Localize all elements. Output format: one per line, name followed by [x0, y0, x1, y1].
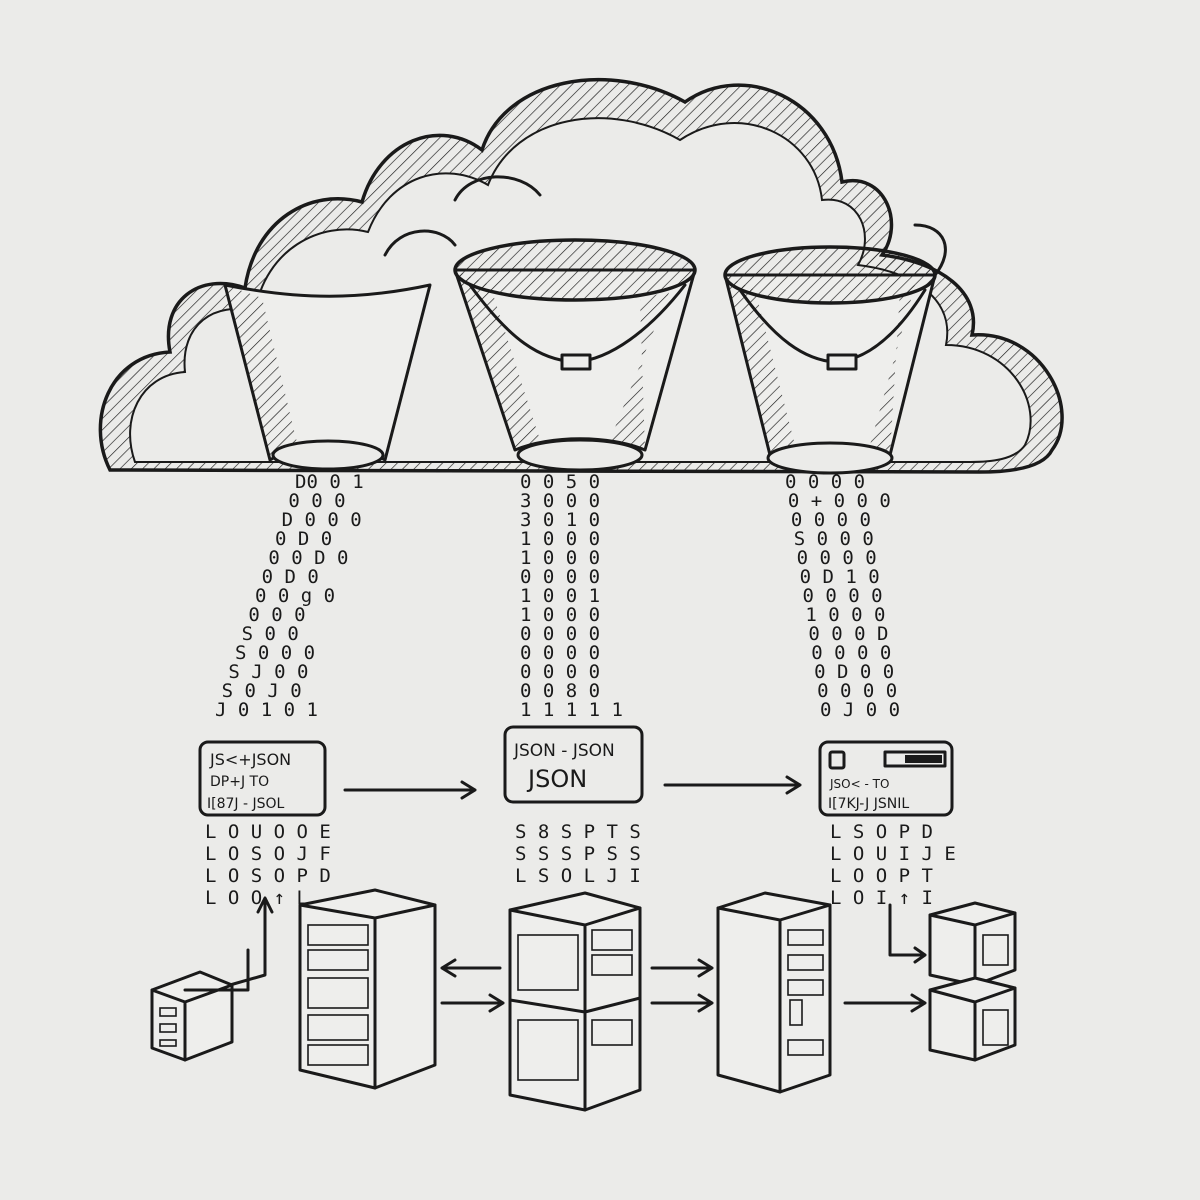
- server-arrows: [440, 958, 927, 1013]
- stream-right-row: 0 0 0 D: [808, 623, 888, 645]
- right-box-line-1: JSO< - TO: [829, 777, 889, 791]
- stream-left-row: 0 0 0: [248, 604, 305, 626]
- output-left-row: L O S O J F: [205, 843, 331, 865]
- stream-right-row: 0 0 0 0: [817, 680, 897, 702]
- stream-left-row: 0 D 0: [262, 566, 319, 588]
- stream-right-row: 0 + 0 0 0: [788, 490, 891, 512]
- left-box-line-1: JS<+JSON: [209, 750, 291, 769]
- output-middle-row: L S O L J I: [515, 865, 641, 887]
- stream-right-row: 0 D 1 0: [800, 566, 880, 588]
- stream-right-row: 0 J 0 0: [820, 699, 900, 721]
- box-arrows: [343, 775, 802, 800]
- output-middle-row: S S S P S S: [515, 843, 641, 865]
- stream-middle-row: 3 0 0 0: [520, 490, 600, 512]
- arrow-left-icon: [440, 958, 502, 978]
- stream-left-row: D 0 0 0: [282, 509, 362, 531]
- stream-middle-row: 3 0 1 0: [520, 509, 600, 531]
- stream-middle-row: 1 0 0 0: [520, 528, 600, 550]
- storage-boxes-right: [888, 901, 1017, 1062]
- stream-left-row: S 0 0 0: [235, 642, 315, 664]
- stream-left-row: 0 0 D 0: [268, 547, 348, 569]
- bucket-left: [223, 283, 432, 471]
- output-right-row: L O I ↑ I: [830, 887, 933, 909]
- arrow-right-icon: [343, 780, 477, 800]
- stream-middle-row: 1 0 0 1: [520, 585, 600, 607]
- output-right-row: L S O P D: [830, 821, 933, 843]
- stream-right-row: 0 0 0 0: [797, 547, 877, 569]
- stream-left-row: S J 0 0: [228, 661, 308, 683]
- stream-right-row: 0 0 0 0: [811, 642, 891, 664]
- left-json-box: JS<+JSON DP+J TO I[87J - JSOL: [198, 740, 327, 817]
- output-left-row: L O S O P D: [205, 865, 331, 887]
- stream-right-row: 0 0 0 0: [785, 471, 865, 493]
- arrow-right-icon: [650, 958, 714, 978]
- left-box-line-3: I[87J - JSOL: [207, 796, 285, 812]
- output-middle-row: S 8 S P T S: [515, 821, 641, 843]
- stream-left-row: 0 0 g 0: [255, 585, 335, 607]
- arrow-right-icon: [650, 993, 714, 1013]
- bucket-right: [723, 223, 947, 475]
- stream-right-row: 0 0 0 0: [791, 509, 871, 531]
- stream-right-row: 1 0 0 0: [805, 604, 885, 626]
- stream-middle-row: 1 1 1 1 1: [520, 699, 623, 721]
- arrow-right-icon: [663, 775, 802, 795]
- stream-middle-row: 0 0 0 0: [520, 566, 600, 588]
- stream-middle-row: 0 0 8 0: [520, 680, 600, 702]
- server-tower: [716, 891, 832, 1094]
- bucket-middle: [453, 238, 697, 472]
- stream-left-row: D0 0 1: [295, 471, 364, 493]
- stream-left-row: S 0 J 0: [222, 680, 302, 702]
- middle-json-box: JSON - JSON JSON: [503, 725, 644, 804]
- output-right-row: L O O P T: [830, 865, 933, 887]
- middle-box-line-1: JSON - JSON: [513, 741, 615, 761]
- right-box-line-2: I[7KJ-J JSNIL: [828, 796, 909, 812]
- stream-middle-row: 1 0 0 0: [520, 547, 600, 569]
- output-left-row: L O U O O E: [205, 821, 331, 843]
- stream-middle-row: 0 0 0 0: [520, 623, 600, 645]
- stream-left-row: 0 0 0: [288, 490, 345, 512]
- stream-right-row: 0 D 0 0: [814, 661, 894, 683]
- output-left-row: L O O ↑ L: [205, 887, 308, 909]
- database-icon: [828, 750, 846, 770]
- stream-left-row: 0 D 0: [275, 528, 332, 550]
- small-cabinet: [150, 896, 274, 1062]
- status-bar-icon: [883, 750, 947, 768]
- output-digits: L O U O O EL O S O J FL O S O P DL O O ↑…: [205, 821, 956, 909]
- stream-middle-row: 1 0 0 0: [520, 604, 600, 626]
- stream-right-row: S 0 0 0: [794, 528, 874, 550]
- stream-middle-row: 0 0 5 0: [520, 471, 600, 493]
- left-box-line-2: DP+J TO: [210, 774, 269, 790]
- stream-left-row: J 0 1 0 1: [215, 699, 318, 721]
- right-json-box: JSO< - TO I[7KJ-J JSNIL: [818, 740, 954, 817]
- output-right-row: L O U I J E: [830, 843, 956, 865]
- stream-middle-row: 0 0 0 0: [520, 661, 600, 683]
- middle-box-line-2: JSON: [526, 765, 587, 793]
- arrow-right-icon: [440, 993, 505, 1013]
- server-rack-left: [298, 888, 437, 1090]
- arrow-right-icon: [843, 993, 927, 1013]
- stream-left-row: S 0 0: [242, 623, 299, 645]
- stream-right-row: 0 0 0 0: [803, 585, 883, 607]
- server-rack-middle: [508, 891, 642, 1112]
- stream-middle-row: 0 0 0 0: [520, 642, 600, 664]
- binary-streams: D0 0 10 0 0D 0 0 00 D 00 0 D 00 D 00 0 g…: [215, 471, 900, 721]
